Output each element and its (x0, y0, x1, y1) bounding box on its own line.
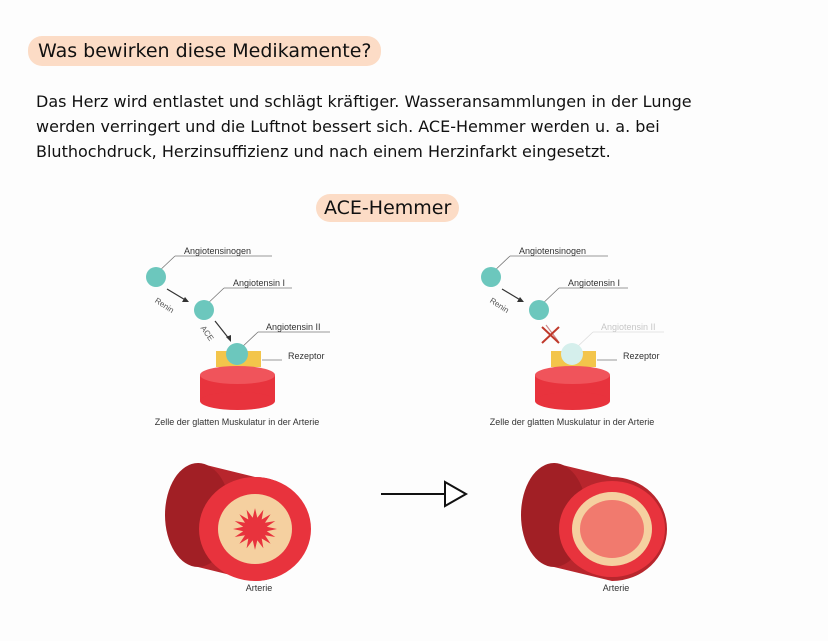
artery-constricted (165, 463, 311, 581)
blocked-x-icon (541, 326, 560, 344)
label-angiotensin-2: Angiotensin II (266, 322, 321, 332)
label-angiotensin-1: Angiotensin I (568, 278, 621, 288)
intro-paragraph: Das Herz wird entlastet und schlägt kräf… (36, 92, 692, 161)
angiotensinogen-molecule (481, 267, 501, 287)
angiotensin1-molecule (529, 300, 549, 320)
label-angiotensinogen: Angiotensinogen (184, 246, 252, 256)
caption-artery-left: Arterie (245, 583, 273, 593)
label-angiotensin-2: Angiotensin II (601, 322, 656, 332)
angiotensin1-molecule (194, 300, 214, 320)
angiotensin2-molecule (226, 343, 248, 365)
caption-artery-right: Arterie (602, 583, 630, 593)
artery-dilated (521, 463, 667, 581)
section-heading: Was bewirken diese Medikamente? (28, 36, 382, 66)
comparison-arrow (381, 480, 469, 508)
angiotensin2-molecule-faded (561, 343, 583, 365)
diagram-title: ACE-Hemmer (316, 194, 460, 222)
angiotensinogen-molecule (146, 267, 166, 287)
label-angiotensinogen: Angiotensinogen (519, 246, 587, 256)
muscle-cell (535, 392, 610, 410)
label-rezeptor: Rezeptor (288, 351, 325, 361)
label-angiotensin-1: Angiotensin I (233, 278, 286, 288)
label-rezeptor: Rezeptor (623, 351, 660, 361)
caption-cell-left: Zelle der glatten Muskulatur in der Arte… (154, 417, 320, 427)
caption-cell-right: Zelle der glatten Muskulatur in der Arte… (489, 417, 655, 427)
muscle-cell (200, 392, 275, 410)
